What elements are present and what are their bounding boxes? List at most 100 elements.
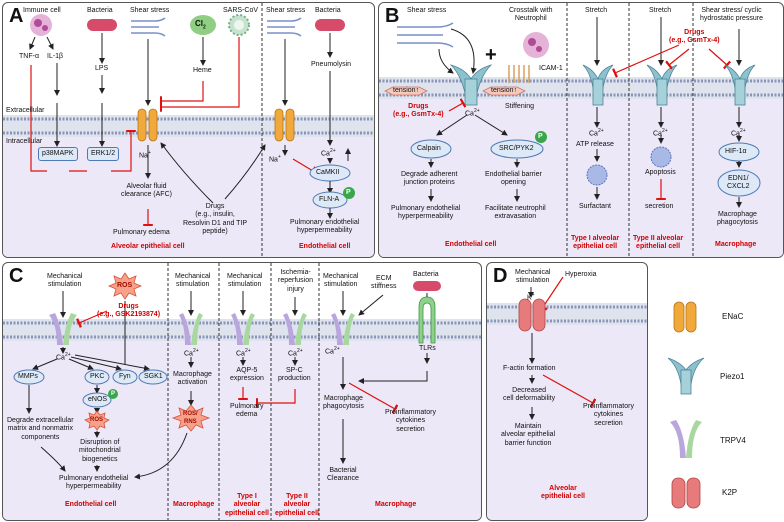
phospho-badge-b [535,131,547,143]
virus-icon [228,14,250,36]
label-hif1a: HIF-1α [725,148,747,155]
label-calpain: Calpain [417,145,441,152]
panel-b-drawing: + [379,3,783,257]
bacteria-icon [87,19,117,31]
label-ros-mid: ROS [90,417,104,423]
trpv4-channel-c3 [231,313,255,345]
trpv4-channel-c5 [331,313,355,345]
panel-d-drawing [487,276,647,520]
label-apoptosis: Apoptosis [645,169,676,176]
label-factin: F-actin formation [503,365,556,372]
label-tlrs: TLRs [419,345,436,352]
label-il1b: IL-1β [47,53,64,60]
plasma-membrane-c [3,319,481,341]
legend-enac-icon [673,301,697,333]
sgk1-node [138,369,168,385]
label-icam1: ICAM-1 [539,65,563,72]
panel-b-letter: B [385,5,400,27]
label-flna: FLN-A [319,196,340,203]
erk-node: ERK1/2 [87,147,120,162]
label-ca-type1: Ca2+ [589,128,604,138]
label-bacteria: Bacteria [87,7,113,14]
k2p-channel-d [518,298,546,332]
panel-c-drawing [3,263,481,520]
legend-trpv4-icon [670,420,702,458]
piezo1-channel-b [449,64,493,106]
label-lps: LPS [95,65,109,72]
label-bacteria-c: Bacteria [413,271,439,278]
calpain-node [410,139,452,159]
legend-k2p-icon [671,477,701,509]
panel-a-drawing [3,3,374,257]
phospho-badge-c [108,389,118,399]
label-sars-cov: SARS-CoV [223,7,259,14]
label-drugs-b2: Drugs(e.g., GsmTx-4) [669,29,720,45]
label-ca-macrophage: Ca2+ [731,128,746,138]
plasma-membrane [3,115,374,137]
label-immune-cell: Immune cell [23,7,61,14]
shear-stress-icon-b [397,22,454,48]
label-macrophage-c2: Macrophage [375,501,417,508]
ros-burst-icon [107,272,143,300]
label-surfactant: Surfactant [579,203,611,210]
label-ca-type2: Ca2+ [653,128,668,138]
trpv4-channel-c1 [49,313,77,345]
label-phospho: P [346,189,351,196]
label-phospho-b: P [538,133,543,140]
fyn-node [112,369,138,385]
trpv4-channel-c4 [283,313,307,345]
surfactant-icon [586,164,608,186]
panel-d-letter: D [493,265,508,287]
edn1-cxcl2-node [717,169,761,197]
label-stiffening: Stiffening [505,103,535,110]
tlr-receptor-icon [418,296,436,344]
shear-stress-icon-2 [267,17,302,37]
label-cl2: Cl2 [195,19,206,31]
label-ca: Ca2+ [321,148,336,158]
src-pyk2-node [490,139,544,159]
label-ros-top: ROS [117,282,133,289]
label-endothelial-cell-b: Endothelial cell [445,241,497,248]
panel-b: + [378,2,784,258]
label-pneumolysin: Pneumolysin [311,61,352,68]
label-tension-right: tension↑ [491,87,518,94]
label-drugs-c: Drugs(e.g., GSK2193874) [97,303,161,319]
piezo1-channel-type2 [646,64,678,106]
label-mmps: MMPs [18,373,38,380]
label-k-ion: K+ [527,292,535,302]
label-intracellular: Intracellular [6,138,43,145]
legend-drawing [667,301,705,509]
label-drugs-b: Drugs(e.g., GsmTx-4) [393,103,444,119]
legend: ENaC Piezo1 TRPV4 K2P [652,262,782,519]
bacteria-icon-2 [315,19,345,31]
legend-k2p-label: K2P [722,488,738,497]
cytoplasm-region-b [379,99,783,257]
label-na: Na+ [139,150,151,160]
ros-rns-burst-icon [171,404,211,432]
trpv4-channel-c2 [179,313,203,345]
label-edn1-cxcl2: EDN1/CXCL2 [727,175,750,191]
label-tension-left: tension↑ [393,87,420,94]
